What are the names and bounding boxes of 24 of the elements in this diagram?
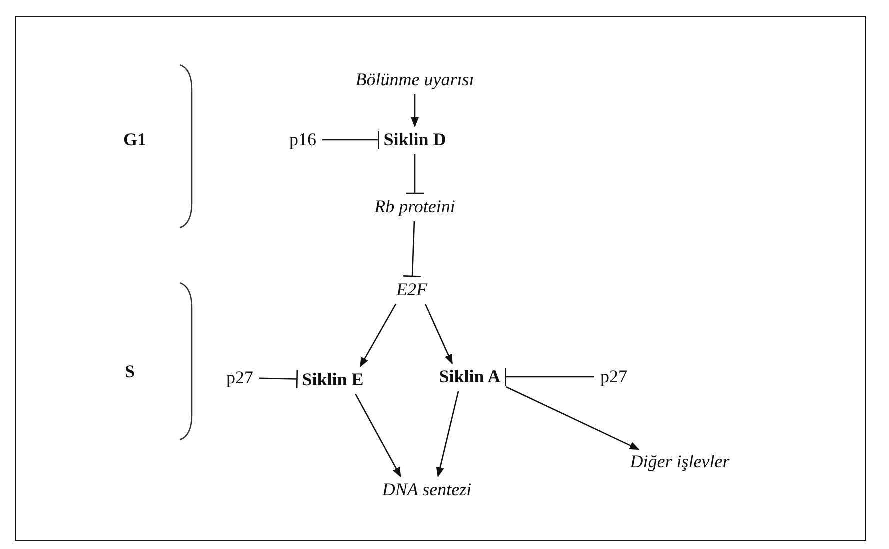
node-label: Siklin A xyxy=(439,366,501,386)
arrow xyxy=(424,304,453,365)
inhibition-line xyxy=(402,221,422,278)
node-label: p16 xyxy=(290,130,316,150)
node-label: E2F xyxy=(396,280,428,300)
node-label: Siklin E xyxy=(302,370,364,390)
node-label: Bölünme uyarısı xyxy=(356,70,474,90)
inhibition-line xyxy=(405,154,425,194)
arrow xyxy=(360,304,397,368)
arrow xyxy=(436,391,460,478)
node-label: Siklin D xyxy=(384,130,446,150)
phase-label: S xyxy=(125,362,135,382)
node-label: p27 xyxy=(226,368,254,388)
arrow xyxy=(506,386,640,450)
node-label: Rb proteini xyxy=(374,196,456,216)
arrow xyxy=(355,394,402,478)
node-label: Diğer işlevler xyxy=(630,452,730,472)
phase-label: G1 xyxy=(124,130,146,150)
inhibition-line xyxy=(322,130,380,150)
inhibition-line xyxy=(505,367,594,387)
node-label: p27 xyxy=(600,366,628,386)
node-label: DNA sentezi xyxy=(382,480,472,500)
inhibition-line xyxy=(259,370,298,389)
arrow xyxy=(411,94,419,128)
